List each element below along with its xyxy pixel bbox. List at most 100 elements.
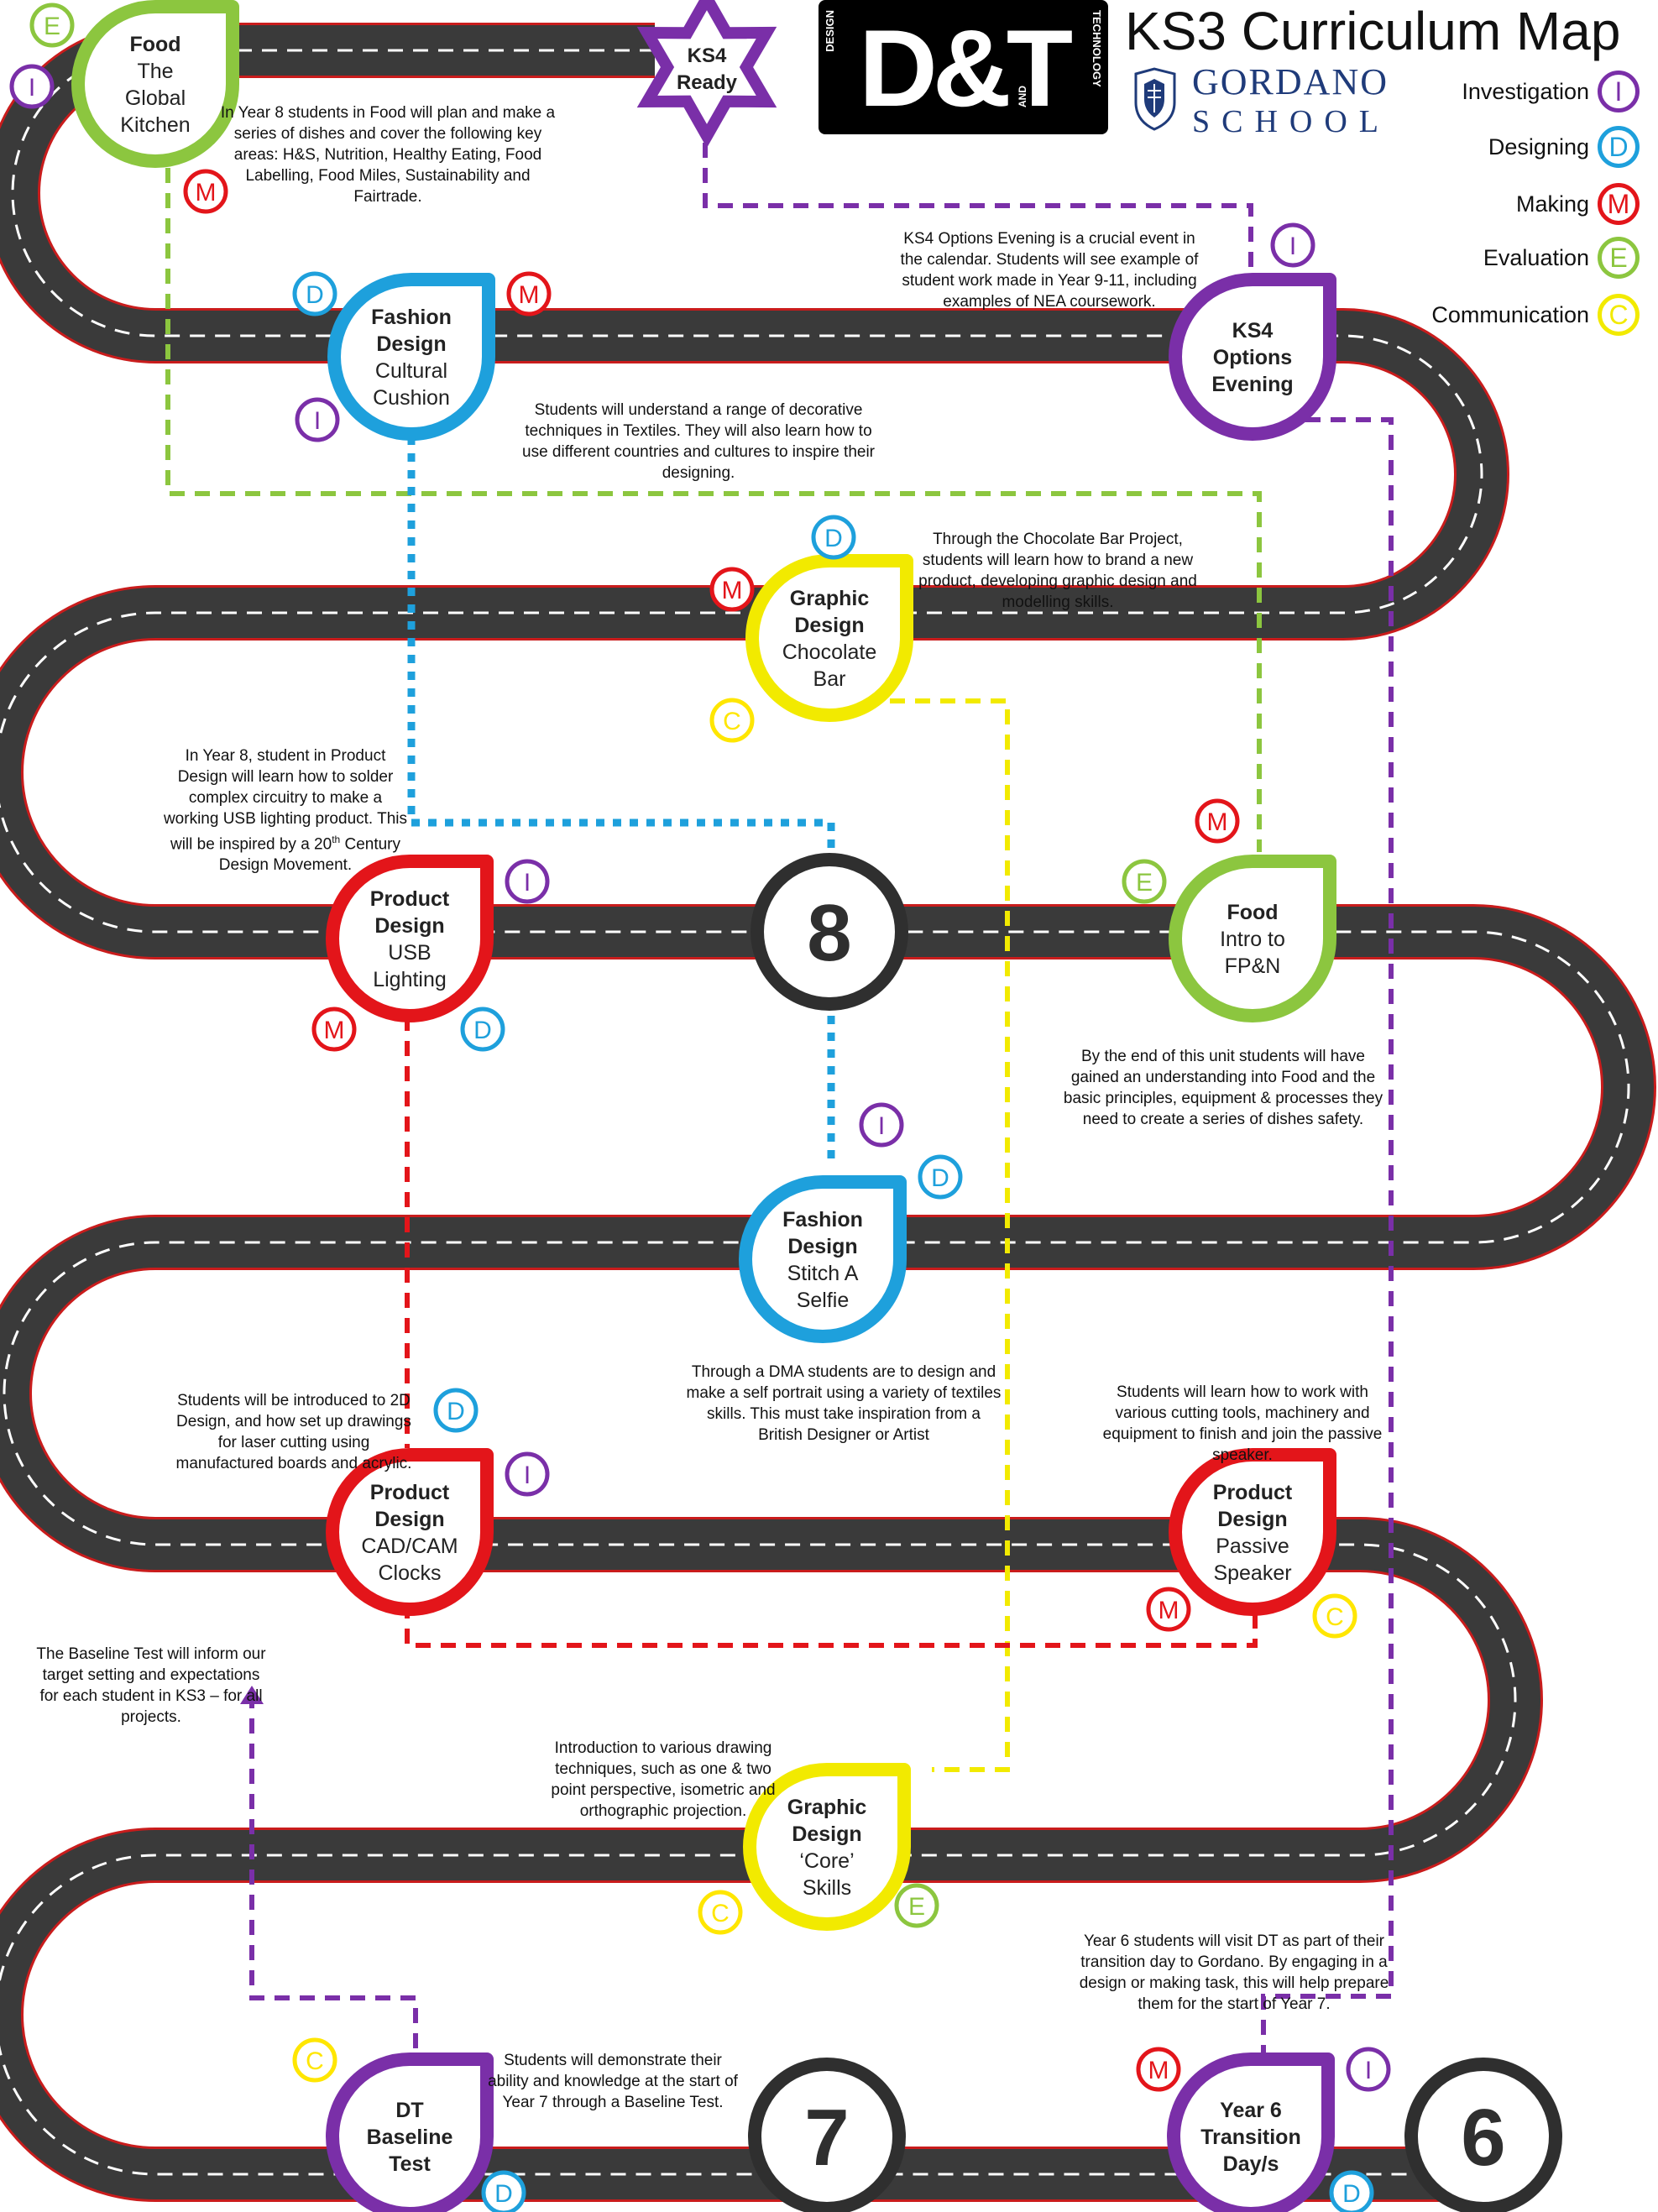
svg-text:M: M xyxy=(1159,1597,1179,1624)
communication-icon: C xyxy=(709,698,755,743)
investigation-icon: I xyxy=(505,859,550,904)
node-subtitle: FP&N xyxy=(1225,954,1281,978)
designing-icon: D xyxy=(811,515,856,560)
svg-text:M: M xyxy=(519,281,540,309)
svg-text:C: C xyxy=(711,1900,730,1927)
node-drop-shape xyxy=(326,2053,494,2212)
investigation-icon: I xyxy=(9,64,55,109)
communication-icon: C xyxy=(1312,1593,1357,1639)
svg-text:I: I xyxy=(29,74,35,102)
star-icon xyxy=(636,0,777,149)
year-ring xyxy=(751,853,908,1011)
node-subtitle: Stitch A xyxy=(787,1262,859,1285)
legend-item-making: Making M xyxy=(1516,183,1640,225)
svg-text:I: I xyxy=(1289,233,1296,260)
svg-text:D: D xyxy=(306,281,324,309)
connector-fashion-top xyxy=(407,437,835,850)
making-icon: M xyxy=(1195,798,1240,844)
svg-text:I: I xyxy=(314,407,321,435)
node-title: Design xyxy=(1217,1508,1287,1531)
node-title: Design xyxy=(376,332,446,356)
description-product-usb: In Year 8, student in Product Design wil… xyxy=(160,745,411,876)
description-product-clocks: Students will be introduced to 2D Design… xyxy=(175,1392,412,1472)
node-title: Design xyxy=(374,1508,444,1531)
node-title: Product xyxy=(1213,1481,1293,1504)
description-product-usb-text-1: In Year 8, student in Product Design wil… xyxy=(163,747,408,854)
designing-icon: D xyxy=(918,1154,963,1200)
node-title: Day/s xyxy=(1223,2152,1279,2176)
node-title: Fashion xyxy=(782,1208,863,1232)
making-icon: M xyxy=(1598,183,1640,225)
node-title: Design xyxy=(374,914,444,938)
svg-text:I: I xyxy=(524,869,531,897)
making-icon: M xyxy=(1146,1587,1191,1632)
communication-icon: C xyxy=(698,1890,743,1935)
svg-text:D: D xyxy=(931,1164,949,1192)
description-graphic-core: Introduction to various drawing techniqu… xyxy=(551,1739,776,1820)
description-ks4-options: KS4 Options Evening is a crucial event i… xyxy=(900,230,1199,311)
legend-item-designing: Designing D xyxy=(1488,126,1640,168)
connector-food xyxy=(165,168,1262,852)
investigation-icon: I xyxy=(1270,222,1315,268)
node-title: KS4 xyxy=(1232,319,1274,343)
connector-lines xyxy=(165,118,1394,2053)
node-drop-shape xyxy=(743,1763,911,1931)
ks4-star-line1: KS4 xyxy=(688,44,727,67)
description-food-intro: By the end of this unit students will ha… xyxy=(1063,1048,1383,1128)
arrow-up-icon xyxy=(240,1686,264,1704)
description-product-usb-text-2: Century Design Movement. xyxy=(218,835,401,875)
connector-graphic xyxy=(890,698,1010,1772)
node-subtitle: Intro to xyxy=(1220,928,1285,951)
node-title: Design xyxy=(792,1822,861,1846)
project-nodes: FoodTheGlobalKitchenFashionDesignCultura… xyxy=(71,0,1336,2212)
logo-side-left: DESIGN xyxy=(824,10,836,52)
svg-text:D: D xyxy=(473,1017,492,1044)
legend-label: Making xyxy=(1515,191,1589,217)
svg-text:E: E xyxy=(44,13,60,40)
node-title: Product xyxy=(370,887,450,911)
node-subtitle: The xyxy=(137,60,173,83)
legend-label: Designing xyxy=(1488,133,1589,159)
node-drop-shape xyxy=(327,273,495,441)
node-subtitle: Speaker xyxy=(1213,1561,1291,1585)
description-fashion-selfie: Through a DMA students are to design and… xyxy=(686,1363,1002,1444)
node-subtitle: ‘Core’ xyxy=(799,1849,854,1873)
node-title: Options xyxy=(1213,346,1292,369)
node-subtitle: Cultural xyxy=(375,359,447,383)
node-title: Test xyxy=(389,2152,431,2176)
svg-text:D: D xyxy=(494,2180,513,2208)
school-name-line1: GORDANO xyxy=(1192,61,1389,102)
year-8-marker: 8 xyxy=(751,853,908,1011)
node-subtitle: Chocolate xyxy=(782,641,877,664)
node-subtitle: Clocks xyxy=(378,1561,441,1585)
logo-main-text: D&T xyxy=(859,7,1073,129)
designing-icon: D xyxy=(460,1007,505,1052)
description-graphic-chocolate: Through the Chocolate Bar Project, stude… xyxy=(918,531,1197,611)
description-superscript: th xyxy=(332,834,341,845)
designing-icon: D xyxy=(433,1388,479,1433)
connector-baseline xyxy=(249,1702,418,2048)
evaluation-icon: E xyxy=(1122,859,1167,904)
svg-text:D: D xyxy=(447,1398,465,1425)
node-subtitle: CAD/CAM xyxy=(361,1535,458,1558)
node-drop-shape xyxy=(1169,1448,1336,1616)
making-icon: M xyxy=(709,567,755,612)
year-ring xyxy=(748,2058,906,2212)
school-name: GORDANO SCHOOL xyxy=(1192,60,1390,140)
investigation-icon: I xyxy=(1598,71,1640,112)
node-title: Food xyxy=(1227,901,1278,924)
node-drop-shape xyxy=(1169,273,1336,441)
node-title: Product xyxy=(370,1481,450,1504)
designing-icon: D xyxy=(1329,2170,1374,2212)
node-subtitle: Cushion xyxy=(373,386,450,410)
description-product-speaker: Students will learn how to work with var… xyxy=(1102,1383,1383,1464)
evaluation-icon: E xyxy=(29,3,75,48)
making-icon: M xyxy=(1136,2047,1181,2092)
making-icon: M xyxy=(311,1007,357,1052)
node-title: DT xyxy=(395,2099,423,2122)
making-icon: M xyxy=(506,271,552,316)
